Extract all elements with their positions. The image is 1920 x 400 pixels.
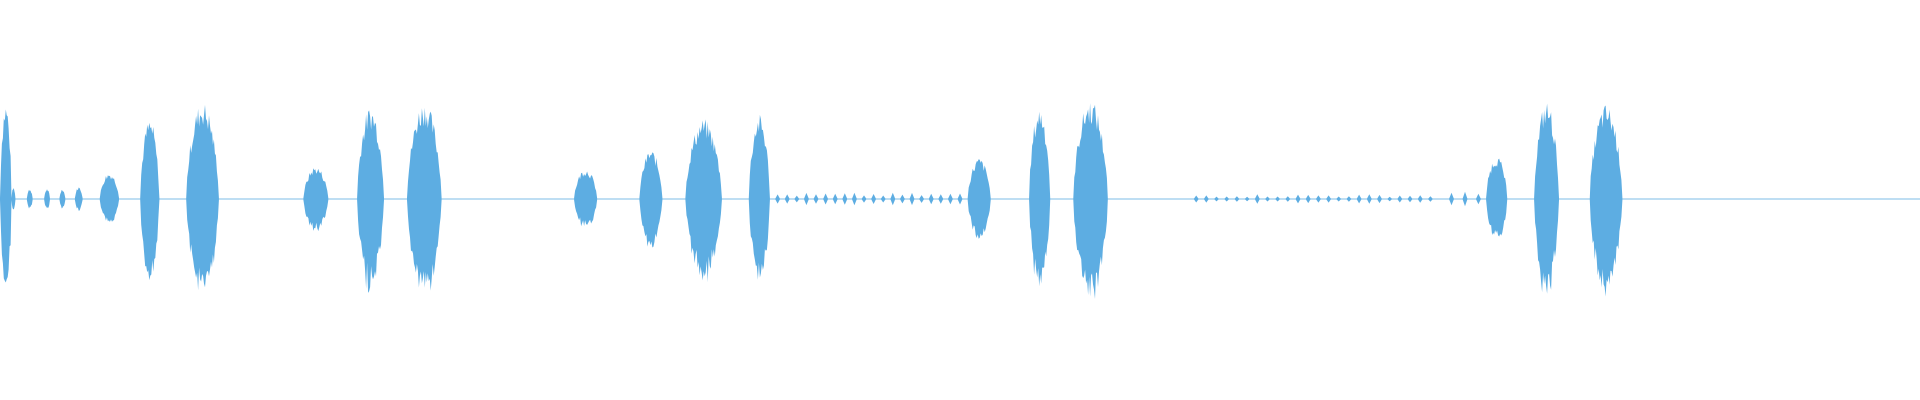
waveform-burst-7 <box>140 122 160 281</box>
waveform-burst-12 <box>574 171 598 227</box>
waveform-blip-1-19 <box>1387 196 1393 202</box>
waveform-burst-9 <box>303 168 329 232</box>
waveform-blip-0-14 <box>909 192 915 206</box>
waveform-blip-1-15 <box>1346 196 1352 202</box>
waveform-blip-1-6 <box>1254 194 1260 204</box>
waveform-burst-3 <box>44 189 50 209</box>
waveform-blip-1-11 <box>1305 194 1311 204</box>
waveform-blip-1-22 <box>1417 195 1423 203</box>
waveform-blip-0-8 <box>851 192 857 206</box>
waveform-burst-18 <box>1073 103 1108 299</box>
waveform-blip-0-7 <box>842 193 848 205</box>
waveform-blip-1-20 <box>1397 195 1403 203</box>
waveform-burst-8 <box>186 104 219 291</box>
waveform-blip-1-9 <box>1285 196 1291 202</box>
waveform-blip-0-18 <box>947 193 953 205</box>
waveform-blip-0-4 <box>813 194 819 204</box>
waveform-burst-0 <box>0 109 12 283</box>
waveform-blip-0-13 <box>899 194 905 204</box>
waveform-blip-2-2 <box>1475 193 1481 205</box>
waveform-blip-0-16 <box>928 193 934 205</box>
waveform-blip-1-16 <box>1356 194 1362 204</box>
waveform-burst-16 <box>967 159 991 239</box>
waveform-blip-0-12 <box>890 192 896 206</box>
waveform-blip-0-0 <box>775 194 781 204</box>
waveform-burst-14 <box>685 119 722 283</box>
waveform-burst-13 <box>639 152 663 248</box>
waveform-blip-1-17 <box>1366 194 1372 204</box>
waveform-burst-20 <box>1534 103 1559 294</box>
waveform-blip-0-2 <box>794 195 800 203</box>
waveform-blip-1-18 <box>1377 194 1382 204</box>
waveform-burst-2 <box>26 189 33 209</box>
waveform-burst-19 <box>1486 158 1508 237</box>
waveform-blip-0-1 <box>784 194 790 204</box>
waveform-blip-1-12 <box>1315 195 1321 203</box>
waveform-burst-4 <box>59 189 66 209</box>
waveform-blip-1-14 <box>1336 196 1342 202</box>
waveform-blip-1-3 <box>1224 196 1230 202</box>
waveform-burst-21 <box>1589 105 1623 297</box>
waveform-blip-0-10 <box>871 194 877 204</box>
waveform-burst-15 <box>748 114 770 280</box>
waveform-blip-1-0 <box>1193 195 1199 203</box>
waveform-blip-1-8 <box>1275 196 1281 202</box>
waveform-blip-0-15 <box>919 195 925 203</box>
waveform-blip-0-5 <box>823 193 829 205</box>
waveform-blip-1-13 <box>1326 195 1332 203</box>
waveform-blip-0-19 <box>957 193 963 205</box>
waveform-blip-1-21 <box>1407 195 1413 203</box>
waveform-blip-1-5 <box>1244 196 1250 202</box>
waveform-blip-1-23 <box>1427 196 1433 202</box>
waveform-burst-11 <box>407 107 442 291</box>
waveform-blip-0-17 <box>938 194 944 204</box>
waveform-blip-1-4 <box>1234 196 1240 202</box>
waveform-burst-1 <box>11 188 16 210</box>
waveform-blip-0-6 <box>832 193 838 205</box>
waveform-burst-17 <box>1029 111 1051 287</box>
waveform-blip-1-7 <box>1265 196 1270 202</box>
waveform-blip-2-0 <box>1449 192 1454 206</box>
waveform-burst-6 <box>99 175 119 222</box>
waveform-blip-2-1 <box>1462 191 1468 207</box>
waveform-burst-5 <box>74 187 83 211</box>
waveform-blip-1-1 <box>1203 195 1209 203</box>
waveform-blip-1-10 <box>1295 194 1301 204</box>
waveform-blip-0-3 <box>803 192 809 206</box>
waveform-blip-1-2 <box>1214 196 1219 202</box>
waveform-blip-0-9 <box>861 195 867 203</box>
waveform-blip-0-11 <box>880 195 886 203</box>
waveform-burst-10 <box>357 110 384 293</box>
